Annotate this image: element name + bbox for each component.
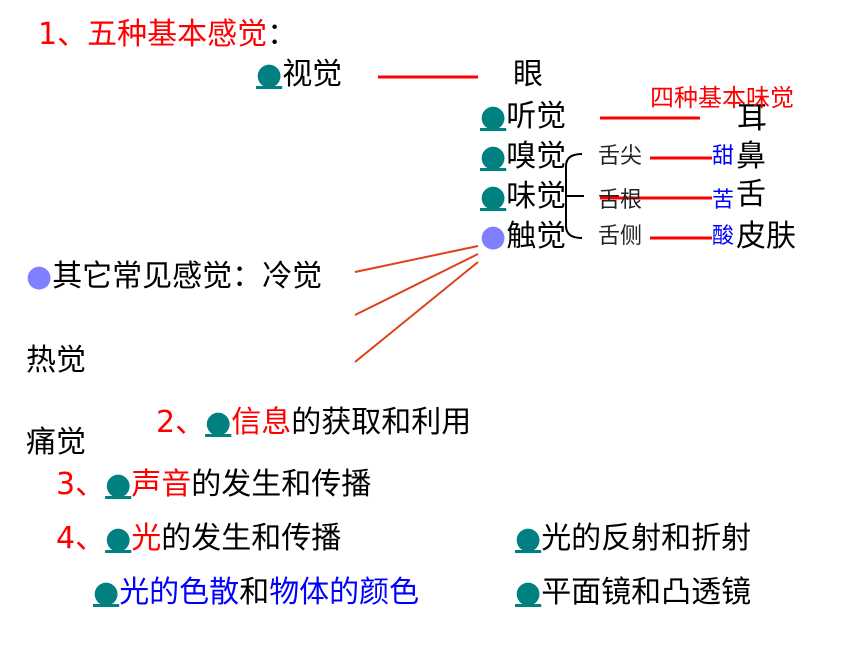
other-senses-label: 其它常见感觉：冷觉 <box>52 259 323 294</box>
other-pain: 痛觉 <box>26 425 86 460</box>
section1-title: 五种基本感觉 <box>87 17 268 52</box>
bullet-icon: ● <box>480 179 507 214</box>
bullet-icon: ● <box>480 139 507 174</box>
section3-rest: 的发生和传播 <box>191 467 372 502</box>
light-reflect: ●光的反射和折射 <box>515 524 751 554</box>
smell-label: 嗅觉 <box>506 139 567 174</box>
taste-title: 四种基本味觉 <box>650 84 794 112</box>
section2: 2、●信息的获取和利用 <box>156 408 471 438</box>
other-line-3 <box>354 261 479 363</box>
vision-label: 视觉 <box>282 57 343 92</box>
organ-tongue: 舌 <box>736 177 766 212</box>
section4-num: 4、 <box>56 521 106 556</box>
mirrors-label: 平面镜和凸透镜 <box>541 575 752 610</box>
tongue-root: 舌根 <box>598 188 643 213</box>
light-reflect-label: 光的反射和折射 <box>541 521 752 556</box>
section2-rest: 的获取和利用 <box>291 405 472 440</box>
taste-sour: 酸 <box>712 224 735 249</box>
organ-eye: 眼 <box>513 57 543 92</box>
section1-num: 1、 <box>38 17 88 52</box>
organ-skin: 皮肤 <box>736 219 796 254</box>
sense-vision: ●视觉 <box>256 60 342 90</box>
touch-label: 触觉 <box>506 219 567 254</box>
sense-touch: ●触觉 <box>480 222 566 252</box>
section3-num: 3、 <box>56 467 106 502</box>
sense-smell: ●嗅觉 <box>480 142 566 172</box>
bullet-icon: ● <box>105 521 132 556</box>
section4-highlight: 光 <box>131 521 162 556</box>
taste-sweet: 甜 <box>712 144 735 169</box>
section1-heading: 1、五种基本感觉： <box>38 20 297 50</box>
dispersion-and: 和 <box>239 575 270 610</box>
mirrors: ●平面镜和凸透镜 <box>515 578 751 608</box>
bullet-icon: ● <box>480 99 507 134</box>
tongue-tip: 舌尖 <box>598 144 643 169</box>
bullet-icon: ● <box>515 575 542 610</box>
bullet-icon: ● <box>256 57 283 92</box>
tongue-side: 舌侧 <box>598 224 643 249</box>
sense-taste: ●味觉 <box>480 182 566 212</box>
bullet-icon: ● <box>26 259 53 294</box>
other-line-1 <box>354 245 479 273</box>
other-senses: ●其它常见感觉：冷觉 <box>26 262 322 292</box>
other-hot: 热觉 <box>26 343 86 378</box>
bullet-icon: ● <box>105 467 132 502</box>
taste-label: 味觉 <box>506 179 567 214</box>
section4-rest: 的发生和传播 <box>161 521 342 556</box>
bullet-icon: ● <box>93 575 120 610</box>
sense-hearing: ●听觉 <box>480 102 566 132</box>
dispersion-a: 光的色散 <box>119 575 240 610</box>
section3: 3、●声音的发生和传播 <box>56 470 371 500</box>
organ-ear: 耳 <box>737 101 767 136</box>
section2-num: 2、 <box>156 405 206 440</box>
section3-highlight: 声音 <box>131 467 192 502</box>
light-dispersion: ●光的色散和物体的颜色 <box>93 578 419 608</box>
dispersion-b: 物体的颜色 <box>269 575 420 610</box>
hearing-label: 听觉 <box>506 99 567 134</box>
section1-colon: ： <box>267 17 298 52</box>
bullet-icon: ● <box>205 405 232 440</box>
taste-bitter: 苦 <box>712 188 735 213</box>
section2-highlight: 信息 <box>231 405 292 440</box>
other-line-2 <box>354 253 479 316</box>
section4: 4、●光的发生和传播 <box>56 524 341 554</box>
bullet-icon: ● <box>515 521 542 556</box>
bullet-icon: ● <box>480 219 507 254</box>
organ-nose: 鼻 <box>736 139 766 174</box>
